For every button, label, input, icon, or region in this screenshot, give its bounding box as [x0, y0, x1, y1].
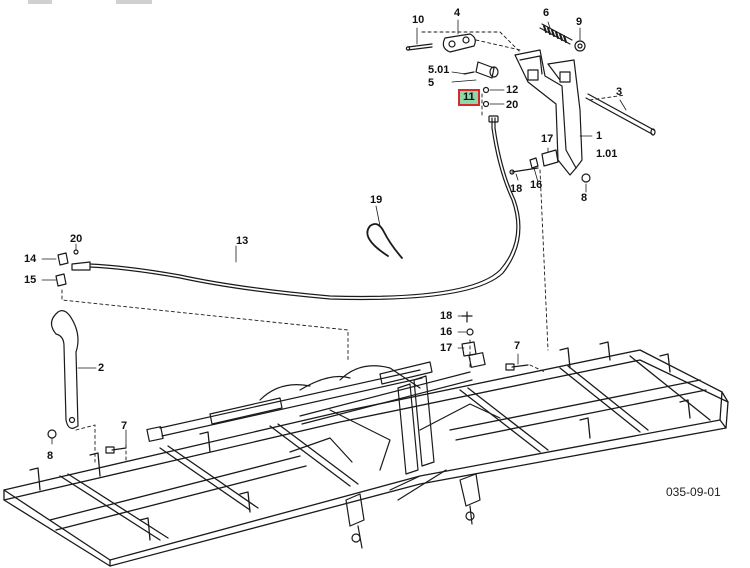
callout-7-left[interactable]: 7 [121, 420, 128, 432]
lever-bracket-assembly [405, 23, 656, 183]
callout-5-01[interactable]: 5.01 [428, 64, 450, 76]
implement-frame [3, 341, 729, 567]
callout-18-upper[interactable]: 18 [510, 183, 523, 195]
callout-16-center[interactable]: 16 [440, 326, 453, 338]
callout-2[interactable]: 2 [98, 362, 105, 374]
callout-19[interactable]: 19 [370, 194, 383, 206]
callout-17-upper[interactable]: 17 [541, 133, 554, 145]
callout-8-left[interactable]: 8 [47, 450, 54, 462]
hitch-and-cylinders [146, 352, 501, 549]
callout-12[interactable]: 12 [506, 84, 519, 96]
callout-13[interactable]: 13 [236, 235, 249, 247]
callout-1-01[interactable]: 1.01 [596, 148, 618, 160]
callout-20-upper[interactable]: 20 [506, 99, 519, 111]
callout-leaders [41, 19, 627, 447]
top-tab-mark [116, 0, 152, 4]
lock-hook [50, 310, 79, 429]
top-tab-mark [28, 0, 52, 4]
callout-4[interactable]: 4 [454, 7, 461, 19]
spring-clip [366, 223, 403, 259]
callout-6[interactable]: 6 [543, 7, 550, 19]
callout-10[interactable]: 10 [412, 14, 425, 26]
control-cable [55, 115, 521, 301]
callout-8-upper[interactable]: 8 [581, 192, 588, 204]
callout-17-center[interactable]: 17 [440, 342, 453, 354]
callout-18-center[interactable]: 18 [440, 310, 453, 322]
callout-16-upper[interactable]: 16 [530, 179, 543, 191]
callout-11-highlighted[interactable]: 11 [458, 89, 480, 106]
callout-5[interactable]: 5 [428, 77, 435, 89]
callout-14[interactable]: 14 [24, 253, 37, 265]
callout-20-left[interactable]: 20 [70, 233, 83, 245]
callout-3[interactable]: 3 [616, 86, 623, 98]
spring-coil [539, 23, 573, 45]
callout-7-right[interactable]: 7 [514, 340, 521, 352]
assembly-guide-lines [61, 31, 626, 463]
drawing-reference-number: 035-09-01 [666, 485, 721, 499]
callout-9[interactable]: 9 [576, 16, 583, 28]
callout-1[interactable]: 1 [596, 130, 603, 142]
callout-15[interactable]: 15 [24, 274, 37, 286]
